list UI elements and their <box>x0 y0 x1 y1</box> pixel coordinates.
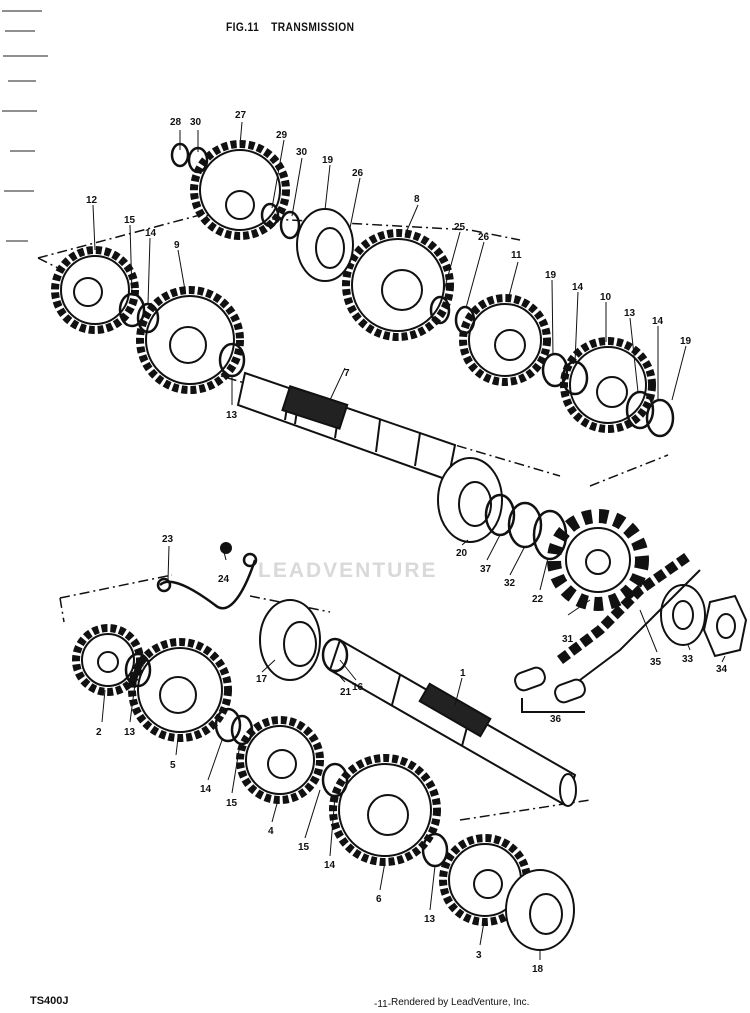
drive-chain-35 <box>557 550 701 681</box>
bearing-retainer-23 <box>156 552 258 610</box>
part-label-11: 11 <box>511 250 522 261</box>
part-label-22: 22 <box>532 594 544 605</box>
figure-number: FIG.11 <box>226 20 260 34</box>
part-label-2: 2 <box>96 727 102 738</box>
part-label-23: 23 <box>162 534 174 545</box>
washer-33 <box>660 584 706 646</box>
part-label-30b: 30 <box>296 147 308 158</box>
gear-4 <box>236 716 324 804</box>
part-label-15a: 15 <box>124 215 136 226</box>
part-label-19b: 19 <box>545 270 557 281</box>
countershaft-7 <box>236 371 457 482</box>
part-label-13b: 13 <box>226 410 238 421</box>
part-label-13a: 13 <box>624 308 636 319</box>
part-label-33: 33 <box>682 654 694 665</box>
gear-9 <box>136 286 244 394</box>
part-label-15c: 15 <box>298 842 310 853</box>
part-label-10: 10 <box>600 292 612 303</box>
bearing-20 <box>437 457 503 543</box>
part-label-36: 36 <box>550 714 562 725</box>
gear-12 <box>51 246 139 334</box>
chain-joint-36 <box>514 666 586 713</box>
part-label-32: 32 <box>504 578 516 589</box>
part-label-34: 34 <box>716 664 728 675</box>
part-label-14b: 14 <box>652 316 664 327</box>
engine-sprocket-31 <box>547 509 649 611</box>
gear-5 <box>128 638 232 742</box>
part-label-28: 28 <box>170 117 182 128</box>
part-label-6: 6 <box>376 894 382 905</box>
part-label-26a: 26 <box>352 168 364 179</box>
screw-24 <box>220 542 232 554</box>
part-label-15b: 15 <box>226 798 238 809</box>
gear-8 <box>342 229 454 341</box>
part-label-18: 18 <box>532 964 544 975</box>
part-label-30a: 30 <box>190 117 202 128</box>
part-label-7: 7 <box>344 368 350 379</box>
render-credit: Rendered by LeadVenture, Inc. <box>391 997 530 1008</box>
part-label-4: 4 <box>268 826 274 837</box>
part-label-19a: 19 <box>322 155 334 166</box>
part-label-37: 37 <box>480 564 492 575</box>
part-label-27: 27 <box>235 110 247 121</box>
figure-title: FIG.11 TRANSMISSION <box>226 20 366 34</box>
part-label-16: 16 <box>352 682 364 693</box>
part-label-31: 31 <box>562 634 574 645</box>
page-number: -11- <box>374 999 392 1010</box>
part-label-12: 12 <box>86 195 98 206</box>
part-label-29: 29 <box>276 130 288 141</box>
part-label-14d: 14 <box>200 784 212 795</box>
nut-34 <box>702 594 748 658</box>
part-label-25: 25 <box>454 222 466 233</box>
scan-noise <box>2 10 48 242</box>
part-label-14e: 14 <box>324 860 336 871</box>
model-code: TS400J <box>30 995 69 1007</box>
part-label-17: 17 <box>256 674 268 685</box>
part-label-35: 35 <box>650 657 662 668</box>
part-label-19c: 19 <box>680 336 692 347</box>
part-label-5: 5 <box>170 760 176 771</box>
gear-6 <box>329 754 441 866</box>
part-number-labels: 28 30 27 29 30 19 26 8 25 26 11 19 14 10… <box>86 110 728 975</box>
part-label-1: 1 <box>460 668 466 679</box>
bearing-19-upper <box>296 208 354 282</box>
gear-10 <box>560 337 656 433</box>
part-label-14a: 14 <box>572 282 584 293</box>
bearing-17 <box>259 599 321 681</box>
part-label-14c: 14 <box>145 228 157 239</box>
watermark-text: LEADVENTURE <box>258 559 438 582</box>
part-label-20: 20 <box>456 548 468 559</box>
bearing-18 <box>505 869 575 951</box>
part-label-26b: 26 <box>478 232 490 243</box>
gear-11 <box>459 294 551 386</box>
part-label-8: 8 <box>414 194 420 205</box>
part-label-13d: 13 <box>424 914 436 925</box>
part-label-9: 9 <box>174 240 180 251</box>
leader-lines <box>92 121 726 960</box>
part-label-3: 3 <box>476 950 482 961</box>
driveshaft-1 <box>328 638 577 807</box>
part-label-24: 24 <box>218 574 230 585</box>
part-label-13c: 13 <box>124 727 136 738</box>
part-label-21: 21 <box>340 687 352 698</box>
figure-name: TRANSMISSION <box>271 20 355 34</box>
